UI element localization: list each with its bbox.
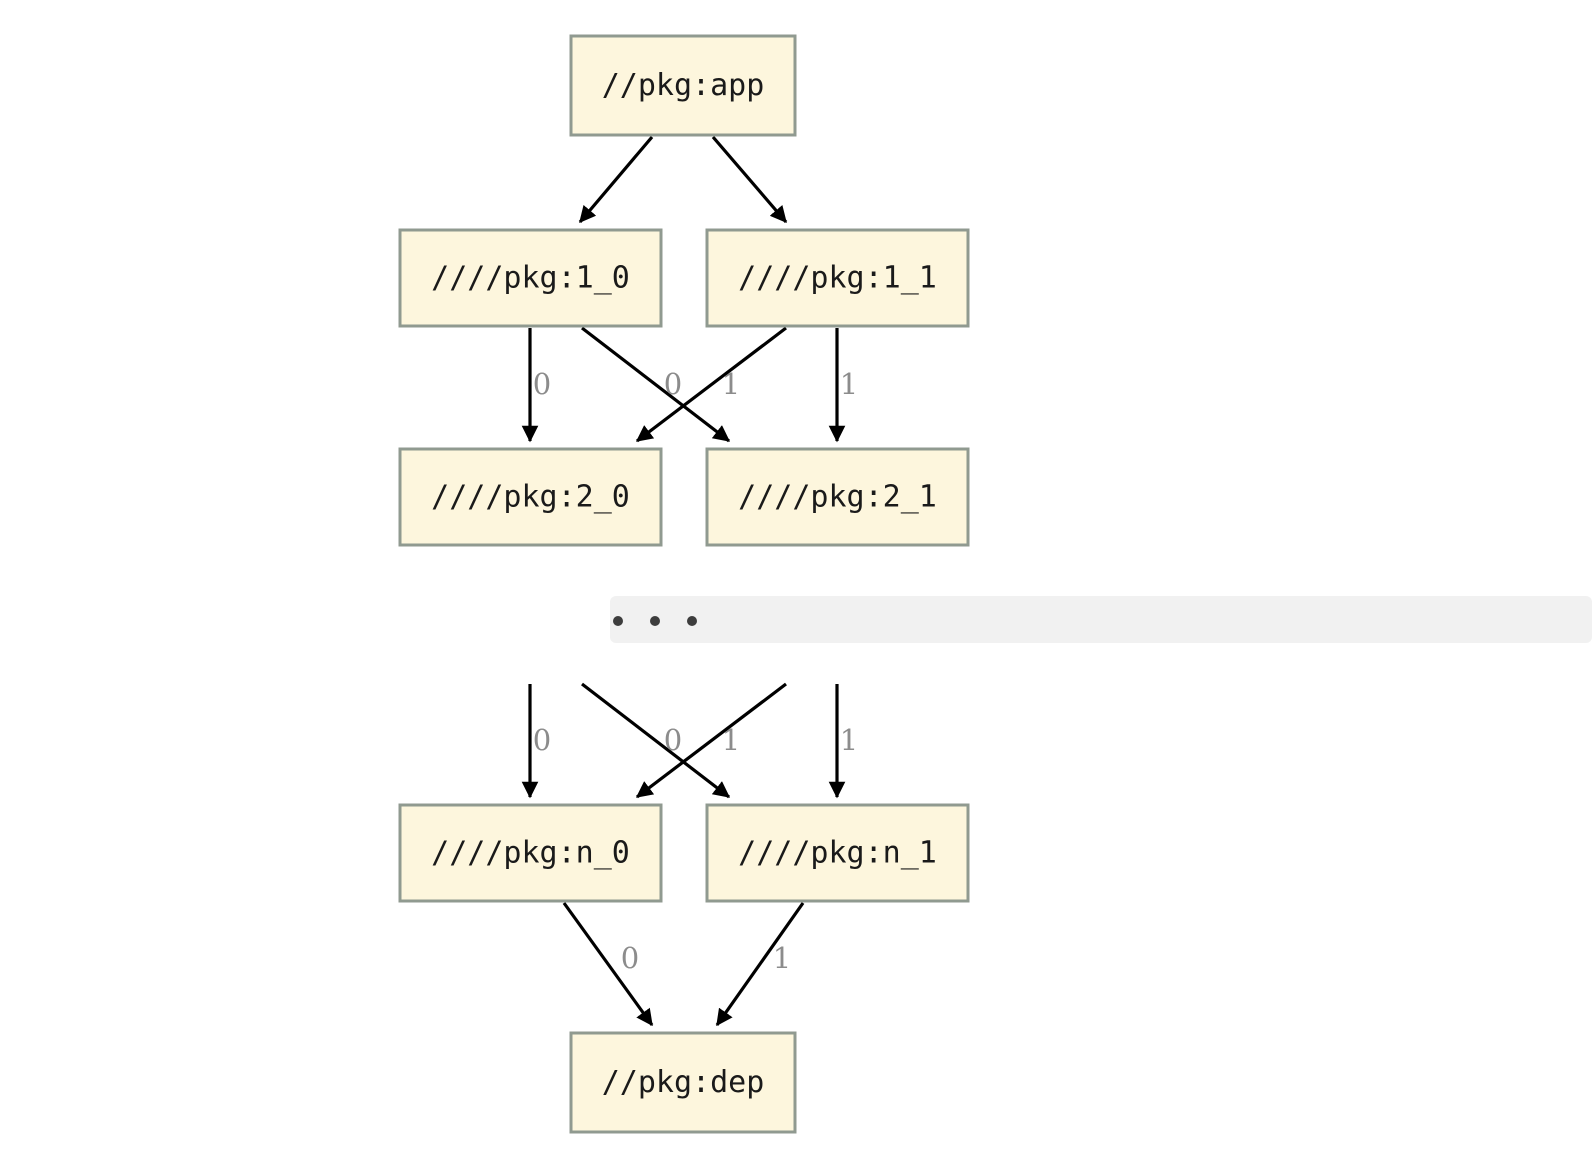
node-box[interactable] xyxy=(705,803,970,903)
ellipsis-separator xyxy=(610,596,1592,643)
graph-node[interactable]: //pkg:app xyxy=(569,34,797,137)
edge-label: 0 xyxy=(533,367,551,401)
node-label: //pkg:app xyxy=(602,68,765,103)
edge-line xyxy=(578,135,654,224)
edge-line xyxy=(715,902,805,1027)
ellipsis-dot-1 xyxy=(650,616,660,626)
node-box[interactable] xyxy=(705,228,970,328)
edge-line xyxy=(711,135,788,224)
node-box[interactable] xyxy=(398,228,663,328)
edge-line xyxy=(581,326,731,443)
ellipsis-dot-0 xyxy=(613,616,623,626)
node-label: ////pkg:2_1 xyxy=(738,480,937,515)
graph-edge: 0 xyxy=(581,682,731,799)
node-label: ////pkg:n_1 xyxy=(738,836,937,871)
node-label: //pkg:dep xyxy=(602,1065,765,1100)
node-label: ////pkg:2_0 xyxy=(431,480,630,515)
graph-node[interactable]: ////pkg:2_1 xyxy=(705,447,970,547)
graph-edge: 1 xyxy=(635,326,787,443)
graph-node[interactable]: ////pkg:n_1 xyxy=(705,803,970,903)
graph-edge xyxy=(711,135,788,224)
edge-label: 0 xyxy=(621,941,639,975)
graph-node[interactable]: ////pkg:1_1 xyxy=(705,228,970,328)
graph-node[interactable]: ////pkg:n_0 xyxy=(398,803,663,903)
graph-edge: 1 xyxy=(828,684,858,799)
graph-edge: 1 xyxy=(635,682,787,799)
edges-layer: 0 0 1 1 0 0 1 1 0 1 xyxy=(521,135,858,1027)
graph-node[interactable]: //pkg:dep xyxy=(569,1031,797,1134)
graph-edge: 0 xyxy=(521,684,551,799)
node-label: ////pkg:1_1 xyxy=(738,261,937,296)
node-box[interactable] xyxy=(398,803,663,903)
graph-edge: 1 xyxy=(828,328,858,443)
node-box[interactable] xyxy=(705,447,970,547)
graph-edge: 0 xyxy=(581,326,731,443)
graph-edge: 0 xyxy=(562,902,654,1027)
node-label: ////pkg:1_0 xyxy=(431,261,630,296)
edge-label: 1 xyxy=(722,723,740,757)
node-box[interactable] xyxy=(569,1031,797,1134)
edge-label: 1 xyxy=(773,941,791,975)
graph-node[interactable]: ////pkg:2_0 xyxy=(398,447,663,547)
ellipsis-dot-2 xyxy=(687,616,697,626)
graph-node[interactable]: ////pkg:1_0 xyxy=(398,228,663,328)
node-label: ////pkg:n_0 xyxy=(431,836,630,871)
edge-label: 1 xyxy=(840,723,858,757)
node-box[interactable] xyxy=(398,447,663,547)
edge-line xyxy=(635,326,787,443)
ellipsis-bar xyxy=(610,596,1592,643)
edge-label: 0 xyxy=(664,723,682,757)
node-box[interactable] xyxy=(569,34,797,137)
edge-line xyxy=(562,902,654,1027)
edge-line xyxy=(635,682,787,799)
edge-label: 1 xyxy=(722,367,740,401)
graph-edge xyxy=(578,135,654,224)
edge-line xyxy=(581,682,731,799)
nodes-layer: //pkg:app ////pkg:1_0 ////pkg:1_1 ////pkg:2… xyxy=(398,34,970,1134)
edge-label: 0 xyxy=(664,367,682,401)
edge-label: 0 xyxy=(533,723,551,757)
graph-edge: 0 xyxy=(521,328,551,443)
edge-label: 1 xyxy=(840,367,858,401)
graph-edge: 1 xyxy=(715,902,805,1027)
